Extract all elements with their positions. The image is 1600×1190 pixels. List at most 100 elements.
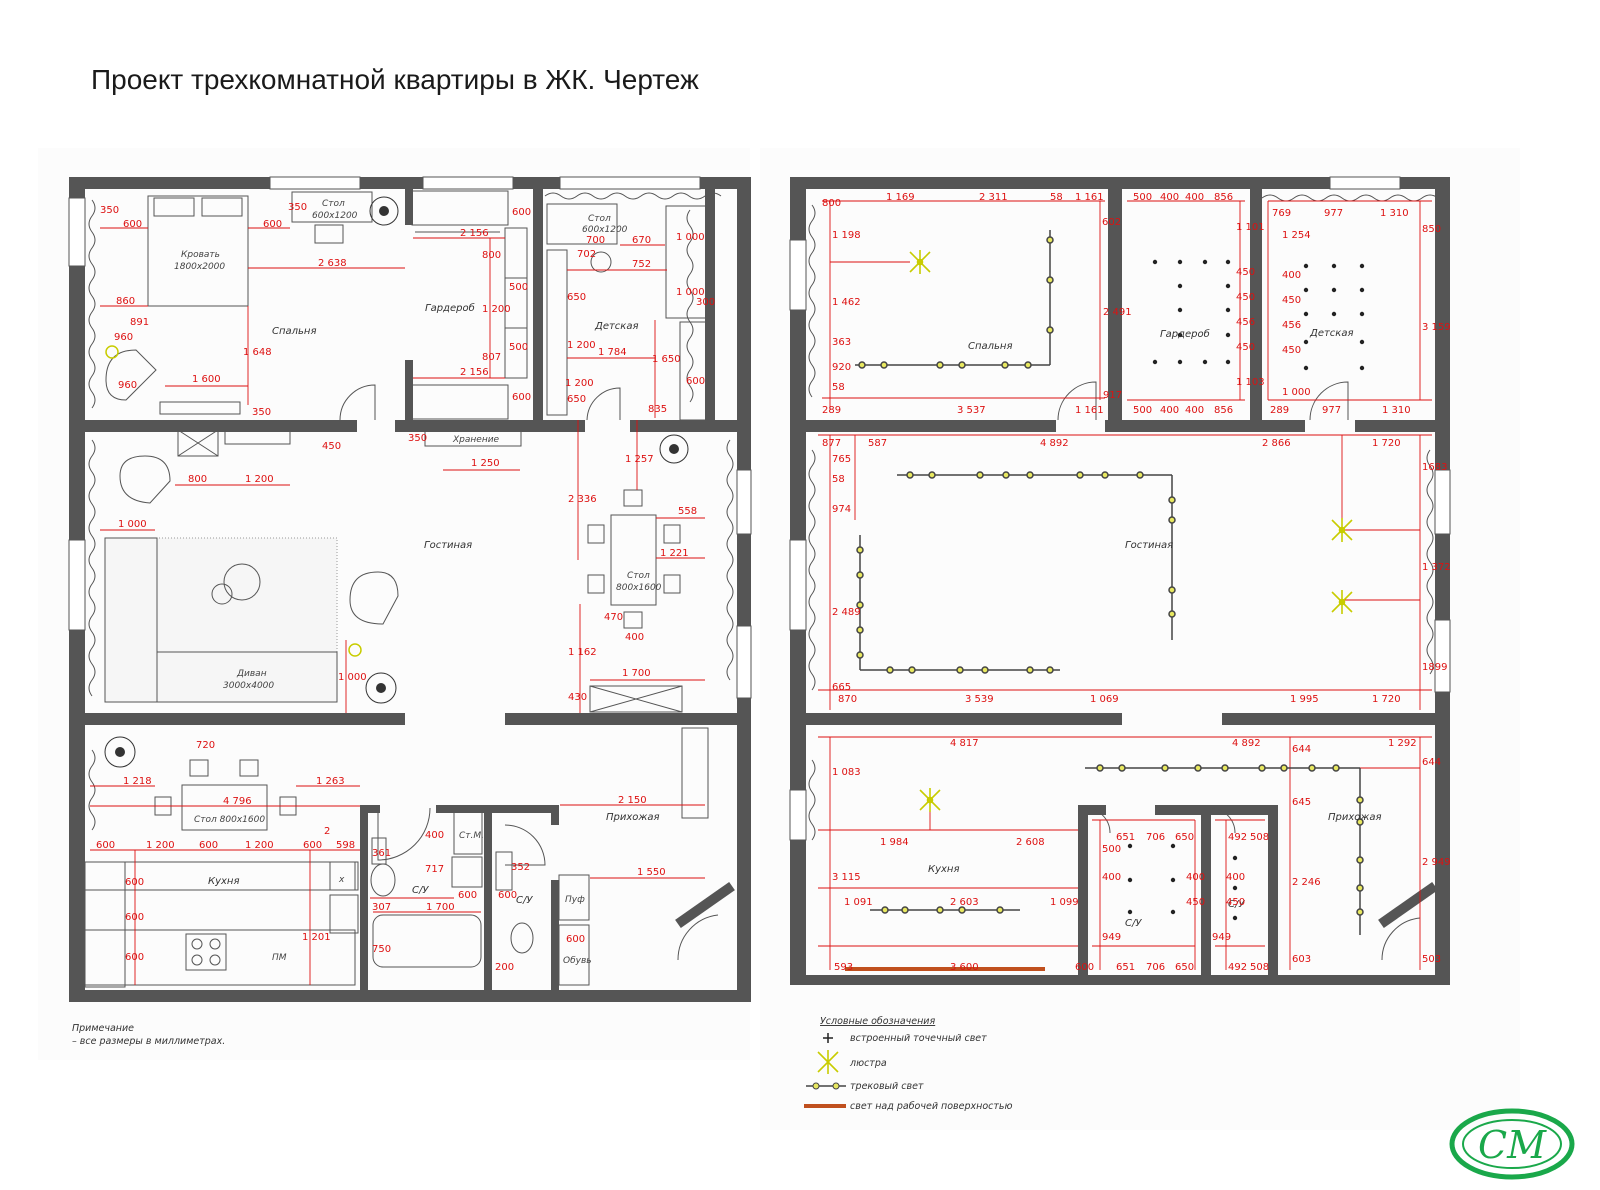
svg-text:2 949: 2 949 <box>1422 857 1451 868</box>
svg-text:1 600: 1 600 <box>192 374 221 385</box>
wall <box>405 189 413 225</box>
armchair <box>119 455 171 504</box>
storage-cabinet <box>424 429 522 447</box>
svg-text:1 083: 1 083 <box>832 767 861 778</box>
svg-text:977: 977 <box>1322 405 1341 416</box>
svg-text:352: 352 <box>511 862 530 873</box>
wall <box>533 189 543 422</box>
curtain <box>88 199 96 409</box>
svg-text:350: 350 <box>100 205 119 216</box>
svg-text:1 000: 1 000 <box>118 519 147 530</box>
legend-title: Условные обозначения <box>820 1016 935 1027</box>
door-swing <box>1309 381 1349 421</box>
svg-text:2 603: 2 603 <box>950 897 979 908</box>
svg-text:769: 769 <box>1272 208 1291 219</box>
svg-text:200: 200 <box>495 962 514 973</box>
svg-text:450: 450 <box>1186 897 1205 908</box>
bed <box>665 205 709 319</box>
svg-text:400: 400 <box>1160 405 1179 416</box>
svg-text:58: 58 <box>832 382 845 393</box>
svg-text:600: 600 <box>125 912 144 923</box>
bed-label: Кровать <box>181 250 220 260</box>
room-label-kids: Детская <box>594 321 638 332</box>
room-label-bedroom: Спальня <box>272 326 317 337</box>
desk2-label: Стол <box>588 214 611 224</box>
svg-text:717: 717 <box>425 864 444 875</box>
svg-text:651: 651 <box>1116 832 1135 843</box>
svg-text:350: 350 <box>408 433 427 444</box>
svg-text:1683: 1683 <box>1422 462 1447 473</box>
svg-text:600: 600 <box>125 877 144 888</box>
svg-text:602: 602 <box>1102 217 1121 228</box>
svg-text:3 537: 3 537 <box>957 405 986 416</box>
svg-text:350: 350 <box>288 202 307 213</box>
right-plan: Спальня Гардероб Детская Гостиная Кухня … <box>789 176 1451 985</box>
svg-text:1 161: 1 161 <box>1075 192 1104 203</box>
wall <box>360 805 380 813</box>
svg-text:600: 600 <box>498 890 517 901</box>
wall <box>484 805 492 992</box>
svg-text:450: 450 <box>1226 897 1245 908</box>
svg-text:750: 750 <box>372 944 391 955</box>
work-surface-light-icon <box>804 1104 846 1108</box>
svg-text:1 310: 1 310 <box>1382 405 1411 416</box>
svg-text:1 200: 1 200 <box>567 340 596 351</box>
desk2-size-label: 600х1200 <box>582 225 628 235</box>
svg-text:500: 500 <box>1133 192 1152 203</box>
dining-table <box>610 514 657 606</box>
door-swing <box>1381 917 1421 961</box>
sideboard <box>589 685 683 713</box>
svg-text:720: 720 <box>196 740 215 751</box>
plant-icon <box>104 736 136 768</box>
svg-text:430: 430 <box>568 692 587 703</box>
svg-text:2 246: 2 246 <box>1292 877 1321 888</box>
svg-text:1 069: 1 069 <box>1090 694 1119 705</box>
curtain <box>808 449 816 691</box>
window <box>1434 619 1451 693</box>
svg-text:644: 644 <box>1292 744 1311 755</box>
door-swing <box>1057 381 1097 421</box>
svg-text:1 200: 1 200 <box>482 304 511 315</box>
coffee-table <box>223 563 261 601</box>
svg-text:400: 400 <box>1186 872 1205 883</box>
svg-text:600: 600 <box>686 376 705 387</box>
svg-text:800: 800 <box>188 474 207 485</box>
svg-text:450: 450 <box>1236 342 1255 353</box>
svg-text:877: 877 <box>822 438 841 449</box>
svg-text:891: 891 <box>130 317 149 328</box>
room-label-living: Гостиная <box>424 540 472 551</box>
curtain <box>544 192 722 200</box>
svg-text:1 984: 1 984 <box>880 837 909 848</box>
svg-text:1 200: 1 200 <box>146 840 175 851</box>
track-light-icon <box>806 1082 846 1090</box>
svg-text:1 169: 1 169 <box>886 192 915 203</box>
legend: Условные обозначения встроенный точечный… <box>804 1016 1013 1112</box>
svg-text:2 866: 2 866 <box>1262 438 1291 449</box>
svg-text:2 156: 2 156 <box>460 228 489 239</box>
svg-text:1 648: 1 648 <box>243 347 272 358</box>
kitchen-table-label: Стол 800х1600 <box>194 815 265 825</box>
svg-text:1 200: 1 200 <box>245 840 274 851</box>
shoes-label: Обувь <box>563 956 592 966</box>
svg-text:400: 400 <box>1185 192 1204 203</box>
room-label-hall: Прихожая <box>606 812 660 823</box>
window <box>789 239 807 311</box>
wall <box>360 805 368 992</box>
svg-text:400: 400 <box>425 830 444 841</box>
shoe-cabinet <box>558 924 590 986</box>
svg-text:593: 593 <box>834 962 853 973</box>
svg-text:400: 400 <box>625 632 644 643</box>
svg-text:706: 706 <box>1146 832 1165 843</box>
right-sheet <box>760 148 1520 1130</box>
wall <box>492 805 558 813</box>
dining-label: Стол <box>627 571 650 581</box>
curtain <box>88 749 96 831</box>
svg-text:1 201: 1 201 <box>302 932 331 943</box>
bed <box>147 195 249 307</box>
svg-text:2 489: 2 489 <box>832 607 861 618</box>
svg-text:600: 600 <box>123 219 142 230</box>
wall <box>675 881 735 929</box>
radiator <box>411 190 709 819</box>
svg-text:587: 587 <box>868 438 887 449</box>
svg-text:1 257: 1 257 <box>625 454 654 465</box>
